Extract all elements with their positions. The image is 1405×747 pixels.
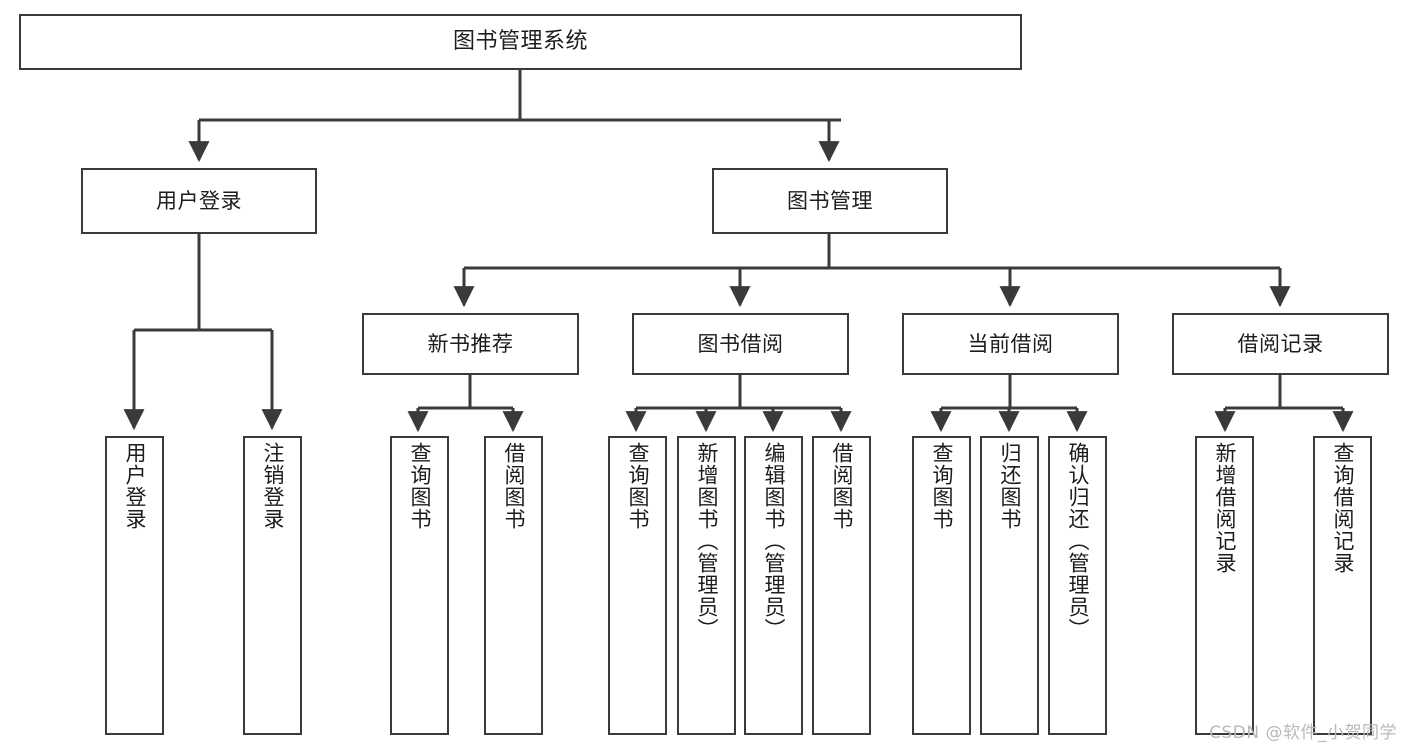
edges-book-management [453,234,1291,308]
node-leaf-query-borrow-record[interactable]: 查询借阅记录 [1313,436,1372,735]
node-book-borrow[interactable]: 图书借阅 [632,313,849,375]
node-leaf-user-login[interactable]: 用户登录 [105,436,164,735]
node-label: 查询图书 [407,442,432,530]
node-book-management[interactable]: 图书管理 [712,168,948,234]
edges-borrow-record [1214,375,1354,433]
node-leaf-query-book-recommend[interactable]: 查询图书 [390,436,449,735]
node-label: 借阅图书 [501,442,526,530]
node-label: 新增借阅记录 [1212,442,1237,574]
node-leaf-borrow-book[interactable]: 借阅图书 [812,436,871,735]
node-current-borrow[interactable]: 当前借阅 [902,313,1119,375]
node-label: 图书管理 [787,188,873,213]
node-user-login[interactable]: 用户登录 [81,168,317,234]
node-label: 查询图书 [625,442,650,530]
node-label: 查询图书 [929,442,954,530]
node-label: 编辑图书（管理员） [761,442,786,640]
edges-root [188,70,841,163]
node-label: 归还图书 [997,442,1022,530]
node-leaf-return-book[interactable]: 归还图书 [980,436,1039,735]
node-label: 用户登录 [156,188,242,213]
node-label: 图书管理系统 [452,29,588,55]
node-label: 当前借阅 [967,331,1054,356]
node-label: 新书推荐 [427,331,514,356]
node-label: 图书借阅 [697,331,784,356]
node-new-book-recommend[interactable]: 新书推荐 [362,313,579,375]
node-leaf-borrow-book-recommend[interactable]: 借阅图书 [484,436,543,735]
node-leaf-confirm-return-admin[interactable]: 确认归还（管理员） [1048,436,1107,735]
node-leaf-logout[interactable]: 注销登录 [243,436,302,735]
node-label: 借阅图书 [829,442,854,530]
node-leaf-edit-book-admin[interactable]: 编辑图书（管理员） [744,436,803,735]
node-label: 借阅记录 [1237,331,1324,356]
node-leaf-query-book-borrow[interactable]: 查询图书 [608,436,667,735]
node-label: 新增图书（管理员） [694,442,719,640]
edges-book-borrow [625,375,852,433]
node-root-system[interactable]: 图书管理系统 [19,14,1022,70]
node-leaf-add-borrow-record[interactable]: 新增借阅记录 [1195,436,1254,735]
node-label: 注销登录 [260,442,285,530]
edges-current-borrow [930,375,1088,433]
edges-user-login [123,234,283,431]
edges-new-book [407,375,524,433]
node-label: 确认归还（管理员） [1065,442,1090,640]
node-leaf-query-book-current[interactable]: 查询图书 [912,436,971,735]
node-borrow-record[interactable]: 借阅记录 [1172,313,1389,375]
node-label: 查询借阅记录 [1330,442,1355,574]
node-label: 用户登录 [122,442,147,530]
node-leaf-add-book-admin[interactable]: 新增图书（管理员） [677,436,736,735]
